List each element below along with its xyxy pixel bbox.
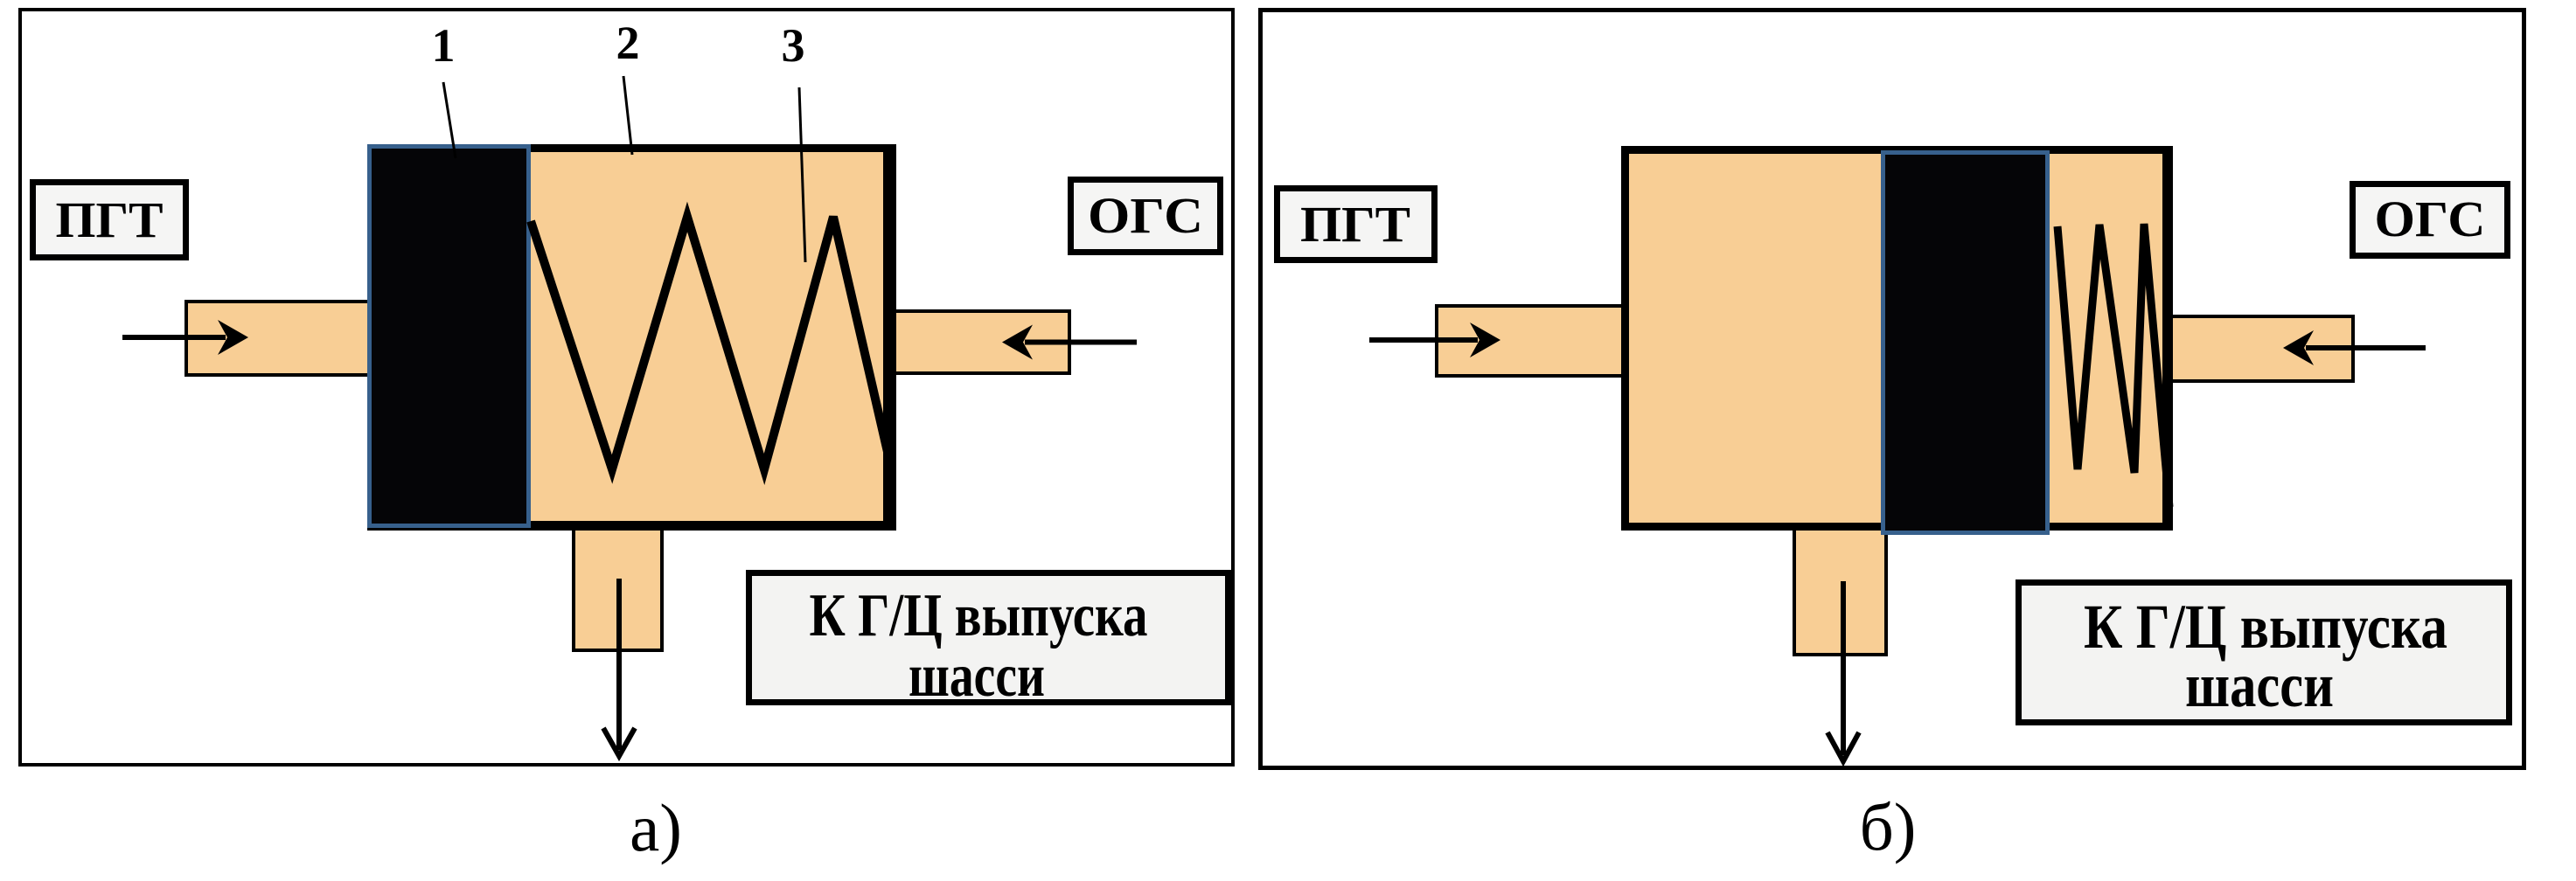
svg-text:шасси: шасси xyxy=(2185,650,2334,720)
svg-text:К Г/Ц выпуска: К Г/Ц выпуска xyxy=(2084,592,2447,662)
svg-text:2: 2 xyxy=(616,17,640,69)
svg-text:К Г/Ц выпуска: К Г/Ц выпуска xyxy=(810,582,1148,649)
svg-text:1: 1 xyxy=(432,19,456,72)
svg-text:шасси: шасси xyxy=(909,642,1045,710)
svg-text:а): а) xyxy=(630,790,682,865)
svg-text:б): б) xyxy=(1860,789,1917,864)
svg-text:ОГС: ОГС xyxy=(2375,191,2486,247)
svg-text:ОГС: ОГС xyxy=(1088,187,1203,244)
svg-text:ПГТ: ПГТ xyxy=(56,191,164,248)
svg-text:ПГТ: ПГТ xyxy=(1300,196,1410,253)
svg-text:3: 3 xyxy=(782,19,805,72)
